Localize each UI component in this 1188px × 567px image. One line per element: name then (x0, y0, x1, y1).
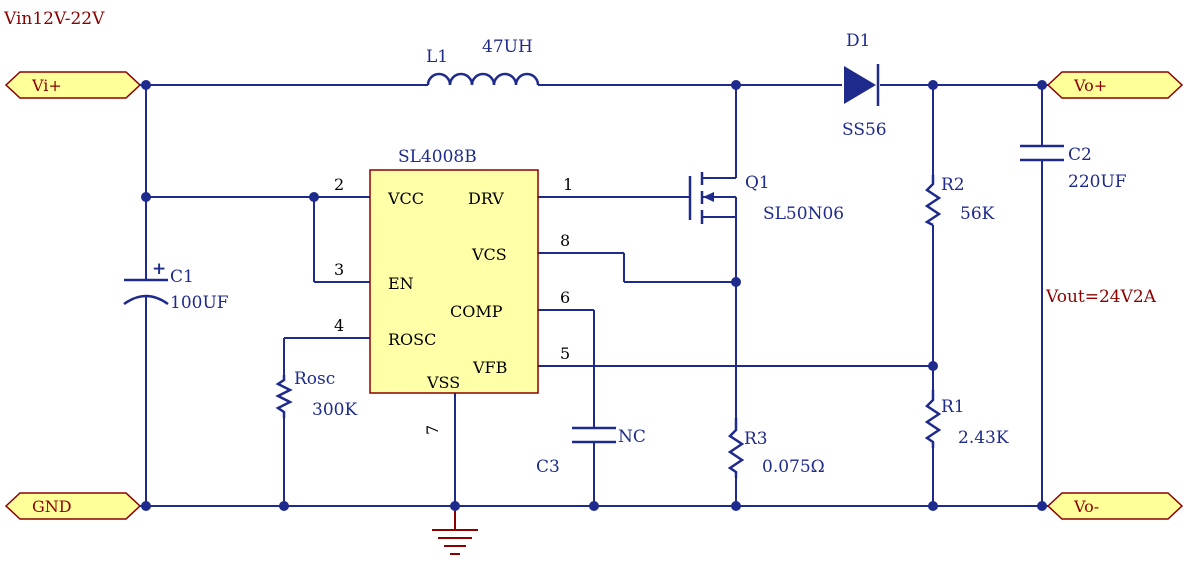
c3-ref: C3 (536, 457, 560, 477)
vout-note: Vout=24V2A (1045, 287, 1157, 307)
pin-num: 4 (334, 316, 344, 335)
port-vo-plus-label: Vo+ (1073, 76, 1107, 95)
input-voltage-title: Vin12V-22V (3, 9, 105, 29)
pin-name-drv: DRV (468, 189, 504, 208)
pin-name-vcc: VCC (387, 189, 424, 208)
pin-name-vcs: VCS (471, 245, 507, 264)
q1-ref: Q1 (745, 173, 770, 193)
c2-ref: C2 (1068, 145, 1092, 165)
c1-ref: C1 (170, 267, 194, 287)
pin-num: 6 (560, 288, 570, 307)
c2-value: 220UF (1068, 172, 1127, 192)
capacitor-c1: + C1 100UF (123, 259, 229, 313)
port-gnd: GND (4, 492, 142, 520)
resistor-rosc: Rosc 300K (275, 369, 357, 420)
l1-value: 47UH (482, 37, 533, 57)
r2-value: 56K (960, 204, 995, 224)
junctions (141, 80, 1047, 511)
pin-name-vss: VSS (426, 373, 460, 392)
port-vin-plus-label: Vi+ (31, 76, 62, 95)
pin-name-en: EN (388, 274, 414, 293)
mosfet-q1: Q1 SL50N06 (688, 168, 844, 225)
ic-sl4008b: SL4008B 2 3 4 1 8 6 5 7 VCC EN ROSC DRV … (334, 147, 573, 435)
r2-ref: R2 (941, 175, 965, 195)
diode-d1: D1 SS56 (842, 31, 887, 140)
pin-num: 3 (334, 260, 344, 279)
port-vin-plus: Vi+ (4, 71, 142, 99)
inductor-l1: L1 47UH (426, 37, 540, 86)
c3-value: NC (618, 427, 646, 447)
c1-polarity: + (152, 259, 166, 279)
c1-value: 100UF (170, 293, 229, 313)
resistor-r1: R1 2.43K (924, 390, 1009, 448)
port-vo-minus: Vo- (1046, 492, 1184, 520)
port-vo-minus-label: Vo- (1073, 497, 1099, 516)
pin-num: 1 (563, 175, 573, 194)
port-vo-plus: Vo+ (1046, 71, 1184, 99)
port-gnd-label: GND (32, 497, 72, 516)
r3-value: 0.075Ω (762, 457, 825, 477)
pin-name-vfb: VFB (472, 358, 507, 377)
pin-num: 2 (334, 175, 344, 194)
ic-name: SL4008B (398, 147, 477, 167)
pin-num: 8 (560, 231, 570, 250)
resistor-r3: R3 0.075Ω (727, 418, 825, 478)
pin-name-comp: COMP (450, 302, 503, 321)
q1-value: SL50N06 (763, 204, 844, 224)
pin-name-rosc: ROSC (388, 330, 436, 349)
pin-num: 5 (560, 344, 570, 363)
rosc-ref: Rosc (294, 369, 335, 389)
d1-ref: D1 (846, 31, 870, 51)
ground-icon (432, 529, 478, 555)
rosc-value: 300K (312, 400, 357, 420)
r1-ref: R1 (941, 397, 965, 417)
d1-value: SS56 (842, 120, 887, 140)
capacitor-c3: NC C3 (536, 426, 646, 477)
r1-value: 2.43K (958, 428, 1009, 448)
r3-ref: R3 (744, 429, 768, 449)
l1-ref: L1 (426, 47, 448, 67)
capacitor-c2: C2 220UF (1020, 144, 1127, 192)
resistor-r2: R2 56K (924, 175, 995, 227)
pin-num: 7 (423, 425, 442, 435)
wires (140, 84, 1048, 530)
